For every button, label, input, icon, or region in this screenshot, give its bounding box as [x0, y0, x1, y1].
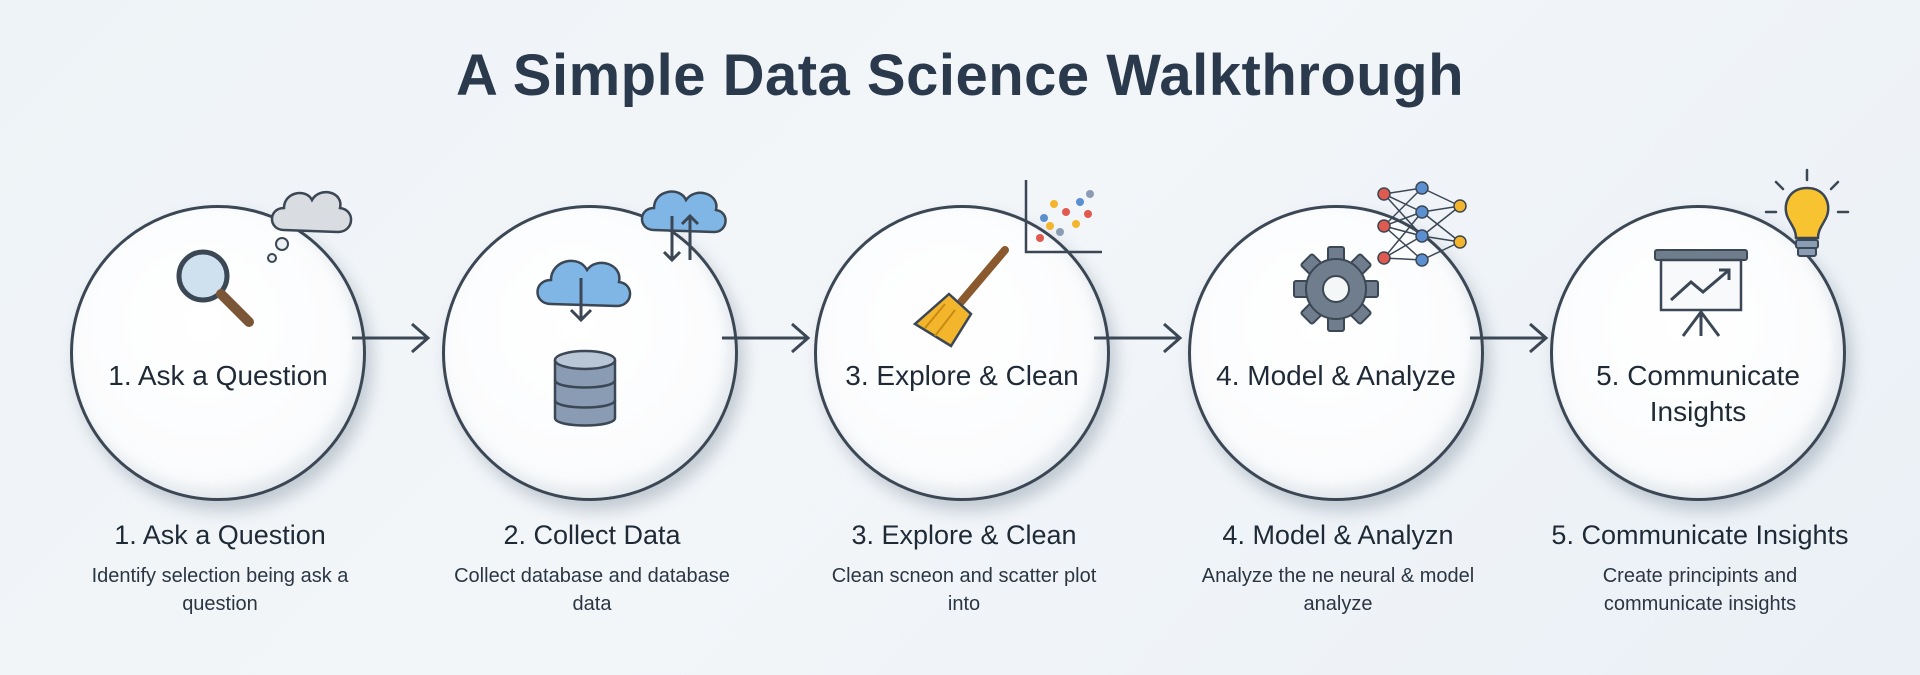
step-circle: 3. Explore & Clean: [814, 205, 1110, 501]
step-collect-data: 2. Collect Data Collect database and dat…: [412, 0, 772, 675]
arrow-icon: [722, 322, 811, 354]
presentation-board-icon: [1654, 249, 1748, 337]
step-description: Identify selection being ask a question: [91, 565, 349, 615]
cloud-sync-icon: [640, 190, 727, 263]
step-description: Collect database and database data: [454, 565, 730, 615]
circle-label: 4. Model & Analyze: [1216, 360, 1456, 391]
magnifier-icon: [176, 249, 254, 327]
step-explore-clean: 3. Explore & Clean 3. Explore & Clean Cl…: [784, 0, 1144, 675]
step-circle: [442, 205, 738, 501]
circle-label: 1. Ask a Question: [108, 360, 328, 391]
neural-network-icon: [1377, 181, 1467, 267]
arrow-icon: [1094, 322, 1183, 354]
circle-label: 5. Communicate Insights: [1596, 360, 1800, 427]
circle-label: 3. Explore & Clean: [845, 360, 1079, 391]
step-heading: 3. Explore & Clean: [851, 520, 1077, 550]
page-title: A Simple Data Science Walkthrough: [455, 43, 1465, 108]
database-icon: [553, 349, 617, 427]
step-model-analyze: 4. Model & Analyze 4. Model & Analyzn An…: [1158, 0, 1518, 675]
step-heading: 5. Communicate Insights: [1551, 520, 1849, 550]
step-description: Clean scneon and scatter plot into: [831, 565, 1097, 615]
arrow-icon: [352, 322, 431, 354]
thought-cloud-icon: [267, 190, 353, 263]
step-heading: 2. Collect Data: [503, 520, 681, 550]
step-heading: 1. Ask a Question: [114, 520, 326, 550]
arrow-icon: [1470, 322, 1549, 354]
lightbulb-icon: [1764, 168, 1850, 257]
step-description: Analyze the ne neural & model analyze: [1201, 565, 1475, 615]
broom-icon: [912, 246, 1009, 348]
scatter-plot-icon: [1024, 180, 1102, 254]
step-circle: 1. Ask a Question: [70, 205, 366, 501]
step-circle: 5. Communicate Insights: [1550, 205, 1846, 501]
step-heading: 4. Model & Analyzn: [1222, 520, 1454, 550]
gear-icon: [1293, 246, 1379, 332]
step-communicate-insights: 5. Communicate Insights 5. Communicate I…: [1520, 0, 1880, 675]
step-description: Create principints and communicate insig…: [1602, 565, 1798, 615]
cloud-download-icon: [536, 259, 632, 323]
step-ask-question: 1. Ask a Question 1. Ask a Question Iden…: [40, 0, 400, 675]
